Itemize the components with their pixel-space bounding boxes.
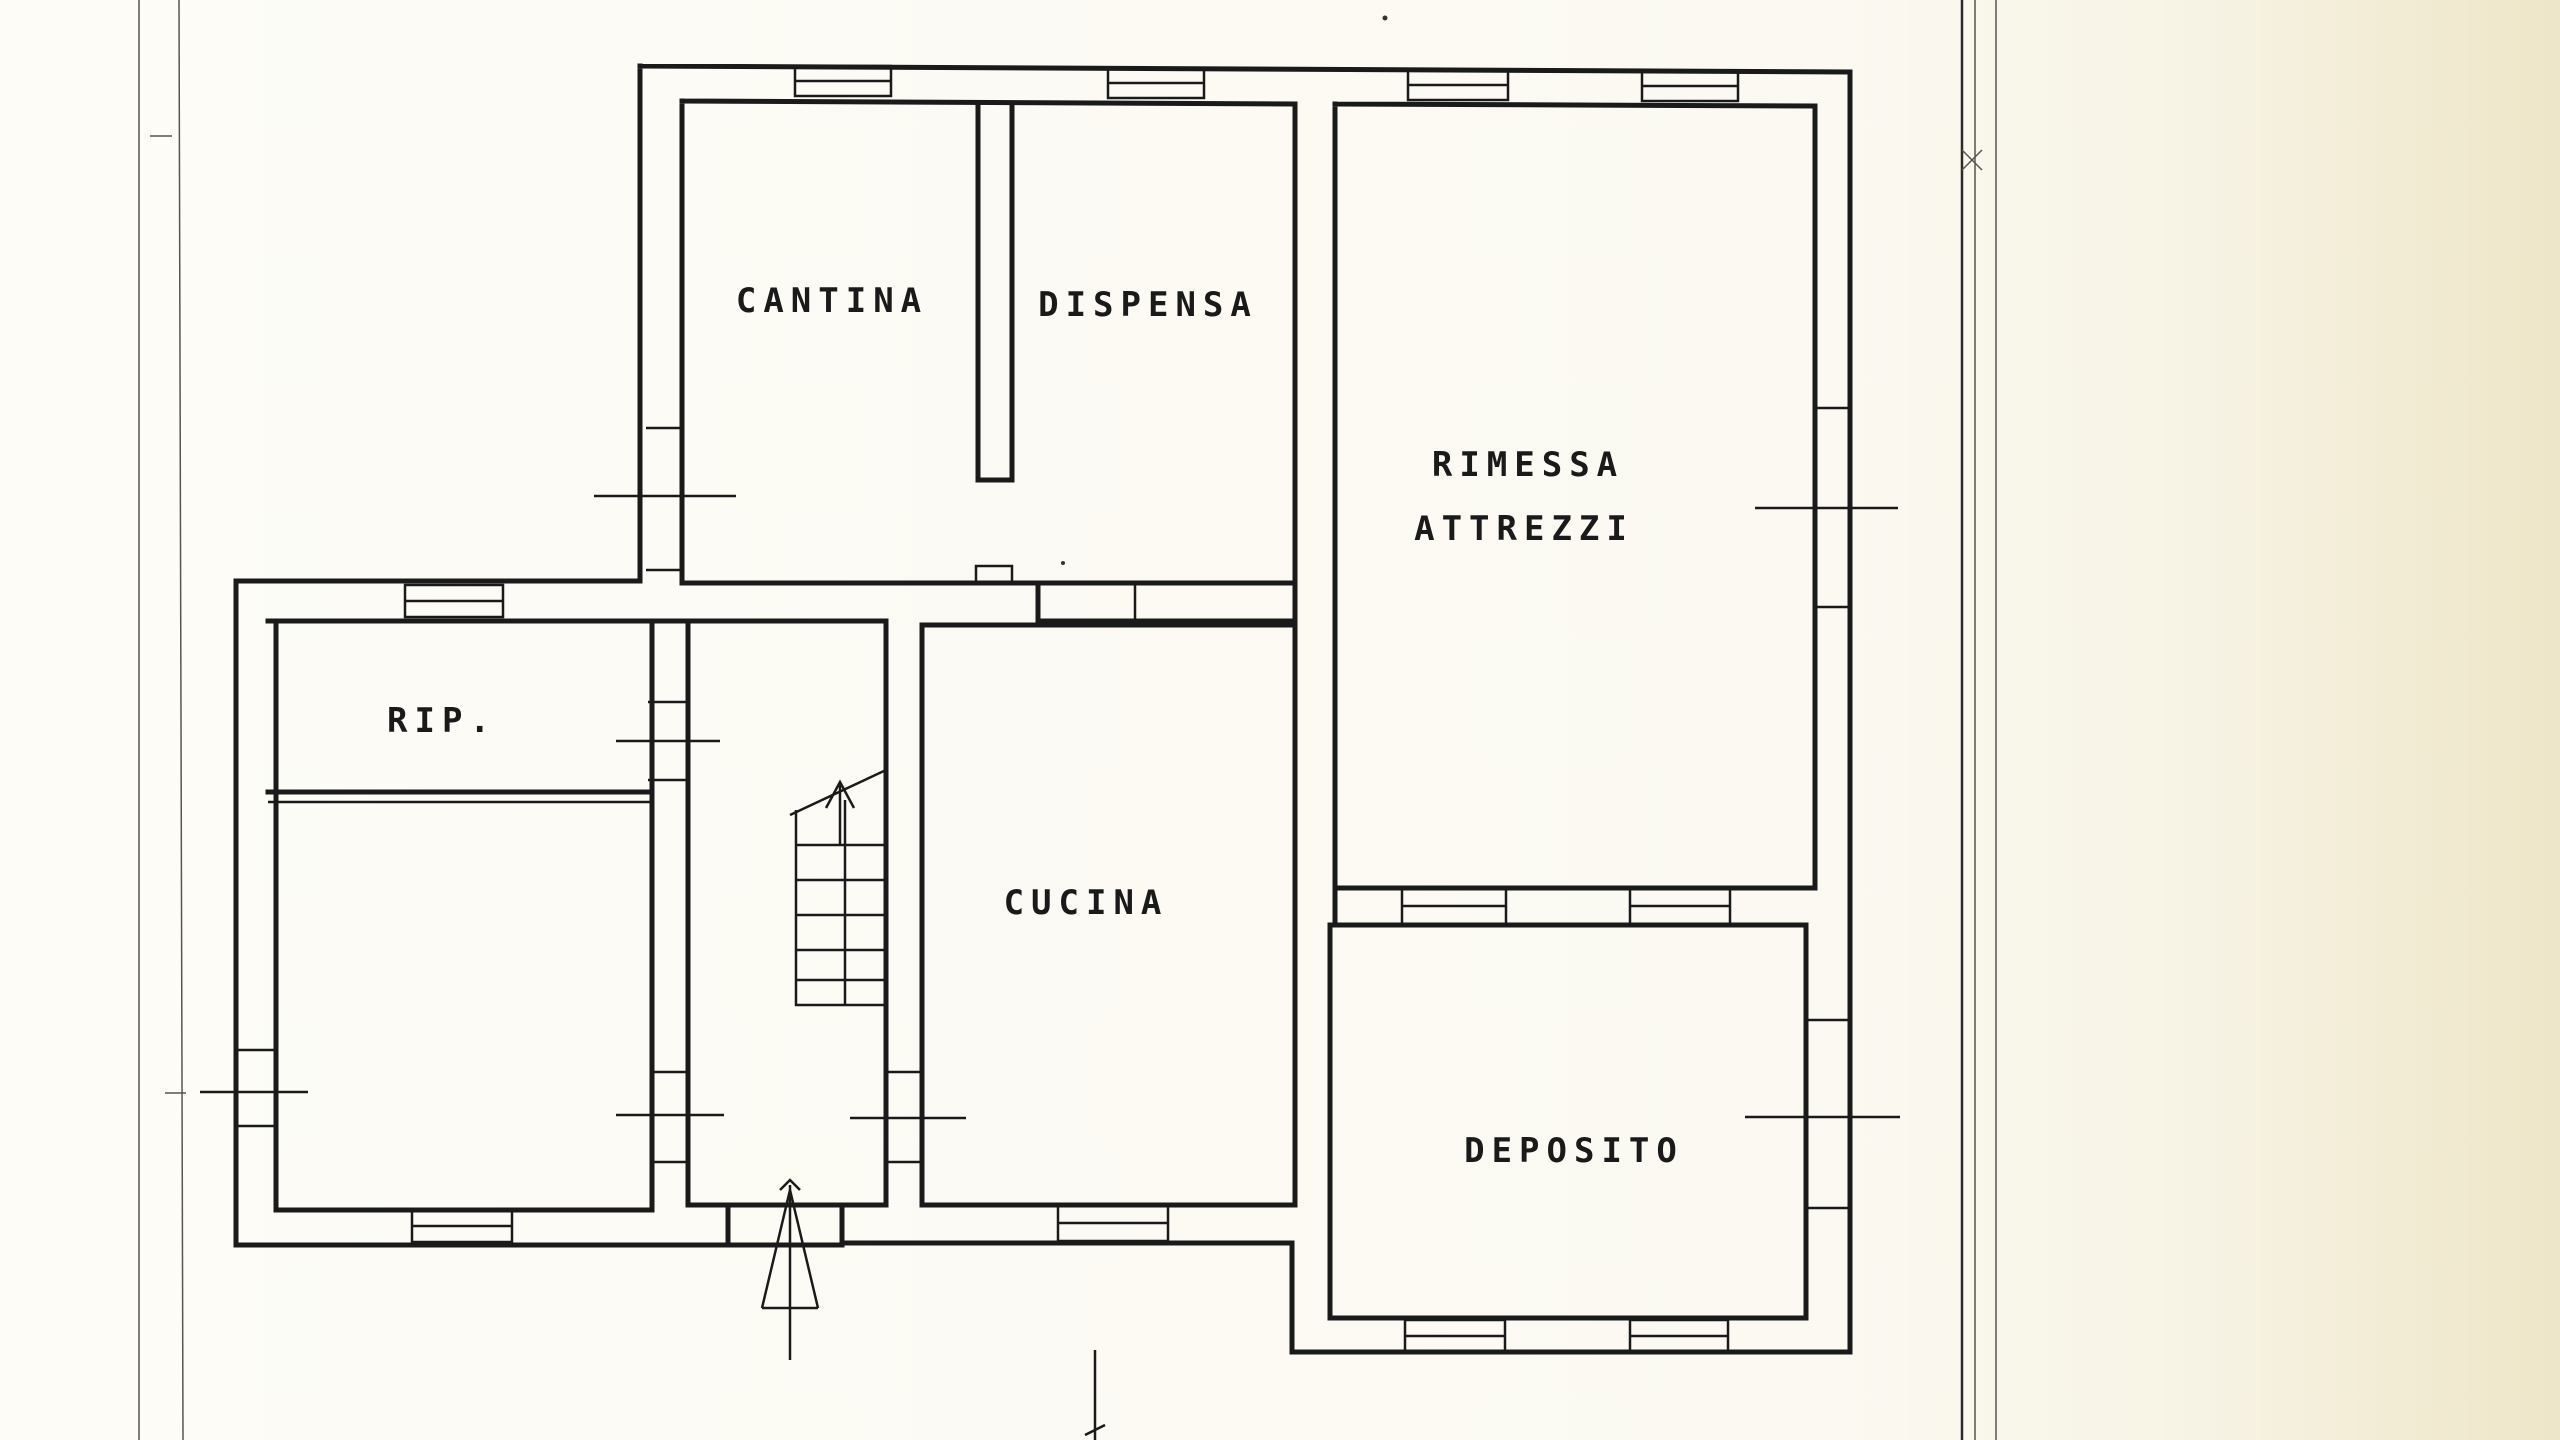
windows (403, 64, 1740, 1354)
room-label-cucina: CUCINA (1004, 883, 1169, 923)
staircase (789, 768, 887, 1007)
sheet-border (138, 0, 1997, 1440)
doors (200, 406, 1900, 1210)
entrance-arrow-icon (760, 1178, 820, 1360)
room-label-rip: RIP. (387, 701, 497, 741)
room-label-cantina: CANTINA (736, 281, 928, 321)
room-label-dispensa: DISPENSA (1038, 285, 1258, 325)
cucina-walls (919, 622, 1298, 1208)
room-label-deposito: DEPOSITO (1464, 1131, 1684, 1171)
rimessa-walls (1332, 101, 1818, 891)
room-label-rimessa: RIMESSA (1432, 445, 1624, 485)
west-block-walls (265, 618, 655, 1213)
north-mark (1084, 1350, 1106, 1440)
room-label-attrezzi: ATTREZZI (1414, 509, 1634, 549)
walls (233, 63, 1853, 1355)
